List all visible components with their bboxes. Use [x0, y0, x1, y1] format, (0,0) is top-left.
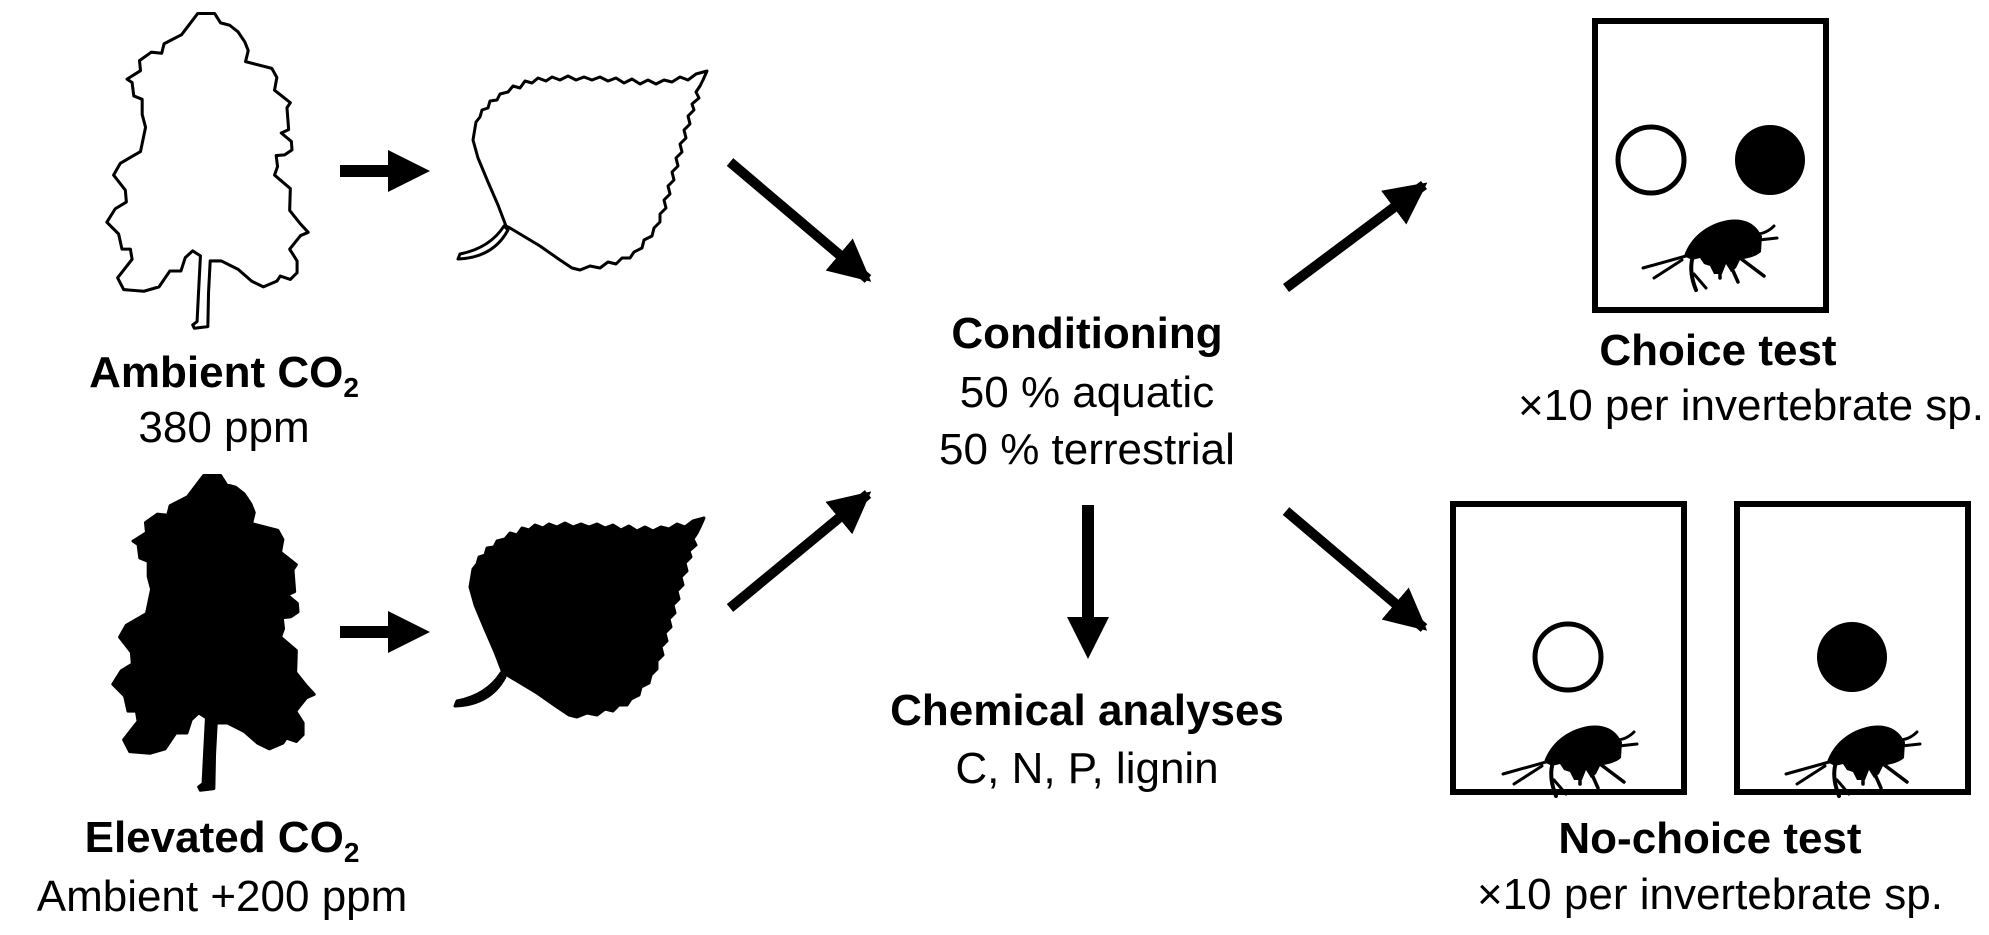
no-choice-arena-ambient: [1450, 501, 1687, 798]
choice-test-detail: ×10 per invertebrate sp.: [1518, 381, 1984, 430]
no-choice-test-detail: ×10 per invertebrate sp.: [1477, 870, 1943, 919]
choice-test-arena: [1592, 18, 1829, 313]
arrow-elevated-to-conditioning: [726, 490, 872, 612]
elevated-co2-detail: Ambient +200 ppm: [37, 872, 408, 921]
elevated-litter-disc-icon: [1817, 622, 1887, 692]
choice-test-title: Choice test: [1599, 326, 1837, 375]
arrow-conditioning-to-chemical: [1067, 505, 1109, 659]
elevated-arrow-icon: [340, 611, 430, 653]
elevated-leaf-icon: [453, 516, 706, 719]
ambient-co2-label: Ambient CO2: [89, 348, 359, 403]
conditioning-title: Conditioning: [951, 309, 1222, 358]
ambient-tree-icon: [105, 11, 310, 330]
arrow-ambient-to-conditioning: [726, 158, 872, 283]
ambient-arrow-icon: [340, 150, 430, 192]
conditioning-line-aquatic: 50 % aquatic: [960, 368, 1214, 417]
arrow-to-choice-test: [1283, 180, 1428, 293]
chemical-analyses-detail: C, N, P, lignin: [955, 744, 1218, 793]
ambient-co2-detail: 380 ppm: [138, 403, 309, 452]
no-choice-arena-elevated: [1734, 501, 1971, 798]
conditioning-line-terrestrial: 50 % terrestrial: [939, 425, 1235, 474]
ambient-litter-disc-icon: [1532, 621, 1604, 693]
no-choice-test-title: No-choice test: [1558, 814, 1862, 863]
elevated-litter-disc-icon: [1735, 125, 1805, 195]
elevated-co2-label: Elevated CO2: [85, 813, 360, 868]
elevated-tree-icon: [111, 473, 316, 792]
ambient-litter-disc-icon: [1615, 124, 1687, 196]
ambient-leaf-icon: [456, 69, 709, 272]
arrow-to-no-choice-test: [1282, 507, 1428, 632]
chemical-analyses-title: Chemical analyses: [890, 686, 1284, 735]
